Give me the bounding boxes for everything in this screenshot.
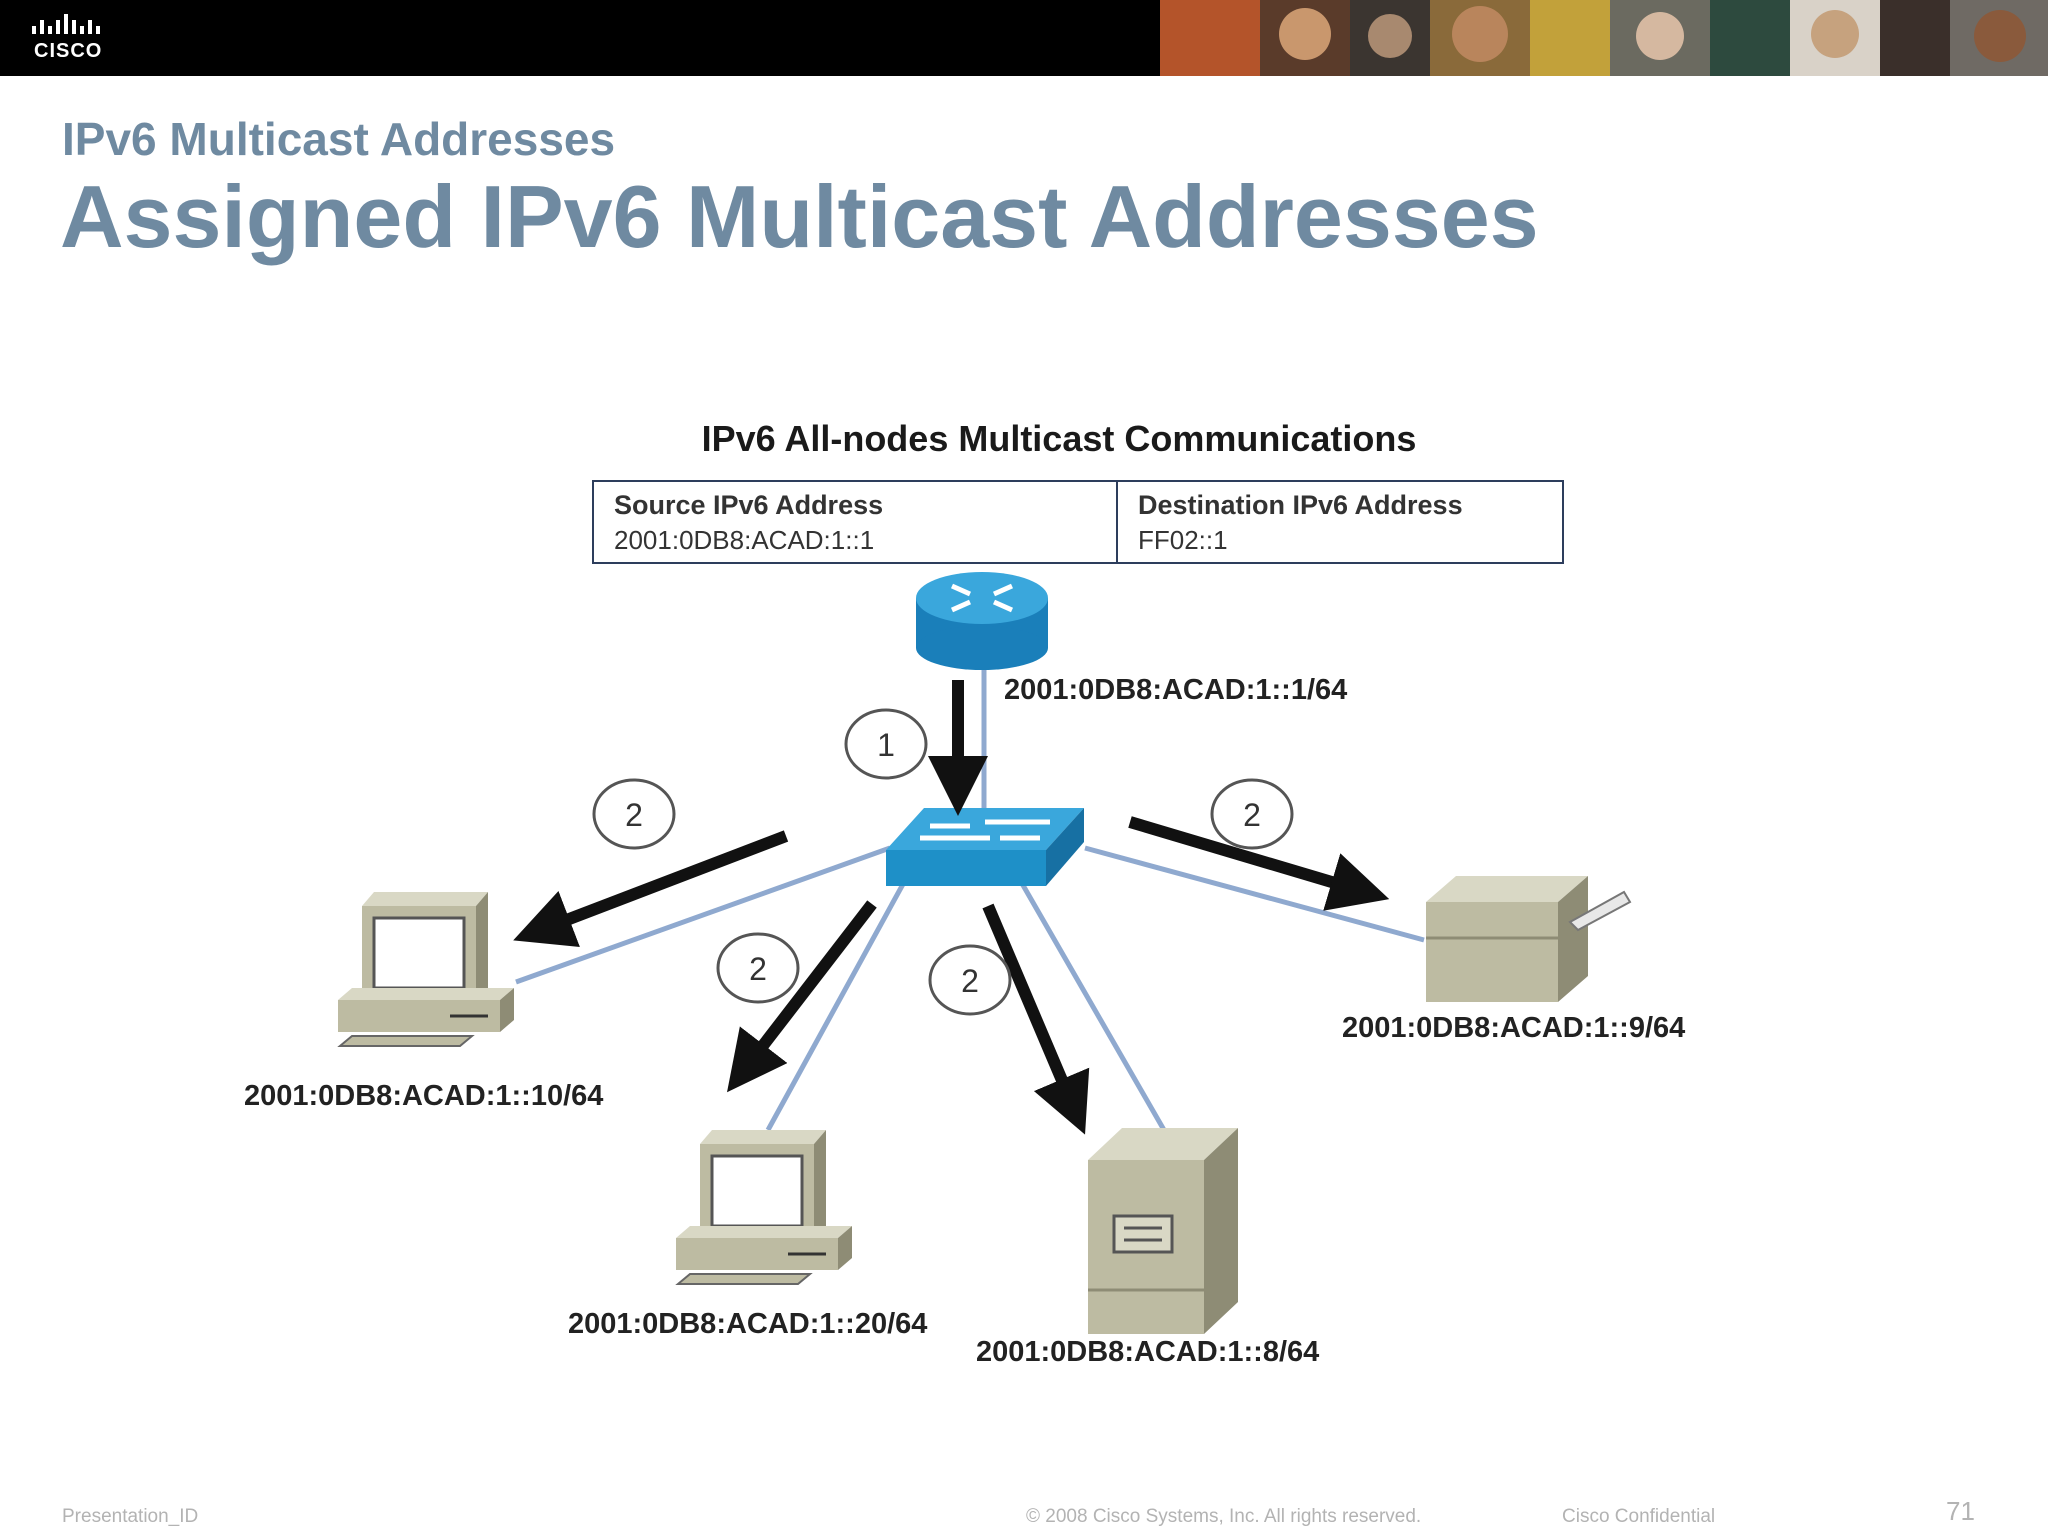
top-bar: CISCO bbox=[0, 0, 2048, 76]
packet-header-table: Source IPv6 Address 2001:0DB8:ACAD:1::1 … bbox=[592, 480, 1564, 564]
destination-address-label: Destination IPv6 Address bbox=[1138, 490, 1463, 520]
pc-icon bbox=[337, 892, 514, 1047]
step-label-2: 2 bbox=[961, 963, 979, 999]
step-label-1: 1 bbox=[877, 727, 895, 763]
step-label-2: 2 bbox=[1243, 797, 1261, 833]
host-address: 2001:0DB8:ACAD:1::10/64 bbox=[244, 1080, 604, 1112]
section-subtitle: IPv6 Multicast Addresses bbox=[62, 113, 616, 165]
destination-address-value: FF02::1 bbox=[1138, 525, 1228, 555]
step-circles bbox=[592, 708, 1294, 1016]
router-address: 2001:0DB8:ACAD:1::1/64 bbox=[1004, 674, 1348, 706]
page-title: Assigned IPv6 Multicast Addresses bbox=[60, 167, 1539, 266]
copyright-notice: © 2008 Cisco Systems, Inc. All rights re… bbox=[1026, 1506, 1422, 1527]
switch-icon bbox=[886, 808, 1084, 886]
host-address: 2001:0DB8:ACAD:1::20/64 bbox=[568, 1308, 928, 1340]
router-icon bbox=[916, 572, 1048, 670]
server-icon bbox=[1088, 1128, 1238, 1334]
pc-icon bbox=[675, 1130, 852, 1285]
confidential-label: Cisco Confidential bbox=[1562, 1506, 1716, 1527]
link-lines bbox=[515, 665, 1425, 1132]
photo-strip bbox=[1160, 0, 2048, 76]
source-address-label: Source IPv6 Address bbox=[614, 490, 884, 520]
host-address: 2001:0DB8:ACAD:1::8/64 bbox=[976, 1336, 1320, 1368]
cisco-logo-text: CISCO bbox=[34, 40, 103, 62]
step-label-2: 2 bbox=[625, 797, 643, 833]
diagram-title: IPv6 All-nodes Multicast Communications bbox=[701, 418, 1417, 459]
printer-icon bbox=[1426, 876, 1632, 1002]
traffic-arrows bbox=[513, 680, 1390, 1135]
step-label-2: 2 bbox=[749, 951, 767, 987]
page-number: 71 bbox=[1946, 1496, 1975, 1526]
source-address-cell: Source IPv6 Address 2001:0DB8:ACAD:1::1 bbox=[594, 482, 1118, 562]
destination-address-cell: Destination IPv6 Address FF02::1 bbox=[1118, 482, 1562, 562]
cisco-logo-icon bbox=[32, 14, 100, 34]
presentation-id: Presentation_ID bbox=[62, 1506, 199, 1527]
host-address: 2001:0DB8:ACAD:1::9/64 bbox=[1342, 1012, 1686, 1044]
source-address-value: 2001:0DB8:ACAD:1::1 bbox=[614, 525, 875, 555]
